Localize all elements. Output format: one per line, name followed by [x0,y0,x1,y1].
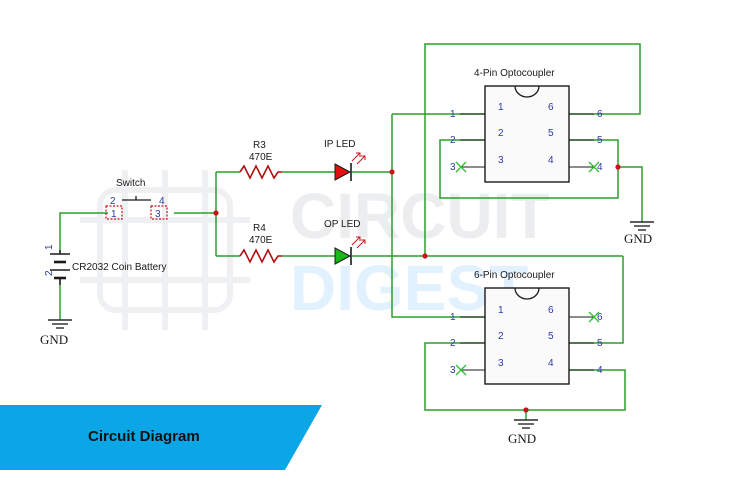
opto6-outer-pin: 1 [450,312,456,323]
led-ip-triangle-icon [334,163,352,181]
opto6-outer-pin: 5 [597,338,603,349]
resistor-r4-zigzag [239,248,282,264]
led-ip-label: IP LED [324,139,356,150]
battery-pin-1: 1 [44,244,55,250]
caption-banner [0,405,322,470]
opto4-notch [514,85,540,98]
caption-banner-shape [0,405,322,470]
watermark: CIRCUIT DIGEST [80,170,550,330]
battery-label: CR2032 Coin Battery [72,262,167,273]
opto6-title: 6-Pin Optocoupler [474,270,555,281]
switch-pin-4: 4 [159,196,165,207]
opto6-inner-pin: 5 [548,331,554,342]
opto4-outer-pin: 3 [450,162,456,173]
no-connect-icon [588,311,600,323]
switch-pin-1: 1 [111,209,117,220]
optocoupler-6pin: 6-Pin Optocoupler 1 2 3 6 5 4 1 2 3 6 5 … [450,270,603,385]
junction-dot [615,164,621,170]
opto4-body [484,85,570,183]
ground-symbol-battery [48,319,72,329]
opto4-inner-pin: 5 [548,128,554,139]
no-connect-icon [588,161,600,173]
resistor-r3: R3 470E [239,140,282,180]
switch-pin-2: 2 [110,196,116,207]
switch-label: Switch [116,178,145,189]
junctions [213,164,621,413]
ground-label-battery: GND [40,332,68,347]
opto6-inner-pin: 6 [548,305,554,316]
junction-dot [213,210,219,216]
opto4-inner-pin: 1 [498,102,504,113]
opto4-outer-pin: 5 [597,135,603,146]
junction-dot [523,407,529,413]
opto4-title: 4-Pin Optocoupler [474,68,555,79]
no-connect-icon [455,364,467,376]
opto4-outer-pin: 2 [450,135,456,146]
ground-label-opto4: GND [624,231,652,246]
optocoupler-4pin: 4-Pin Optocoupler 1 2 3 6 5 4 1 2 3 6 5 … [450,68,603,183]
opto6-outer-pin: 6 [597,312,603,323]
opto6-notch [514,287,540,300]
led-op-light-arrows-icon [351,236,366,249]
opto4-inner-pin: 3 [498,155,504,166]
battery-pin-2: 2 [44,270,55,276]
switch-terminal [105,205,123,220]
resistor-r4: R4 470E [239,223,282,264]
opto4-outer-pin: 1 [450,109,456,120]
resistor-r4-ref: R4 [253,223,266,234]
opto4-inner-pin: 2 [498,128,504,139]
opto6-body [484,287,570,385]
ground-label-opto6: GND [508,431,536,446]
led-op-label: OP LED [324,219,361,230]
opto6-outer-pin: 4 [597,365,603,376]
led-ip: IP LED [324,139,366,181]
battery-symbol [50,250,70,285]
opto6-inner-pin: 2 [498,331,504,342]
no-connect-icon [455,161,467,173]
opto4-inner-pin: 6 [548,102,554,113]
led-op: OP LED [324,219,366,265]
junction-dot [422,253,428,259]
opto6-outer-pin: 3 [450,365,456,376]
opto6-inner-pin: 4 [548,358,554,369]
switch-pin-3: 3 [155,209,161,220]
resistor-r4-value: 470E [249,235,273,246]
opto6-outer-pin: 2 [450,338,456,349]
opto4-outer-pin: 4 [597,162,603,173]
opto6-inner-pin: 1 [498,305,504,316]
watermark-logo-icon [80,170,250,330]
ground-symbol-opto6 [514,419,538,429]
opto4-outer-pin: 6 [597,109,603,120]
watermark-line1: CIRCUIT [290,180,550,252]
resistor-r3-value: 470E [249,152,273,163]
switch: Switch 2 4 1 3 [105,178,168,220]
opto4-inner-pin: 4 [548,155,554,166]
resistor-r3-ref: R3 [253,140,266,151]
resistor-r3-zigzag [239,164,282,180]
junction-dot [389,169,395,175]
ground-symbol-opto4 [630,221,654,231]
opto6-inner-pin: 3 [498,358,504,369]
led-ip-light-arrows-icon [351,152,366,165]
led-op-triangle-icon [334,247,352,265]
switch-terminal [150,205,168,220]
battery: 1 2 CR2032 Coin Battery [44,244,167,285]
caption-banner-label: Circuit Diagram [88,428,200,445]
